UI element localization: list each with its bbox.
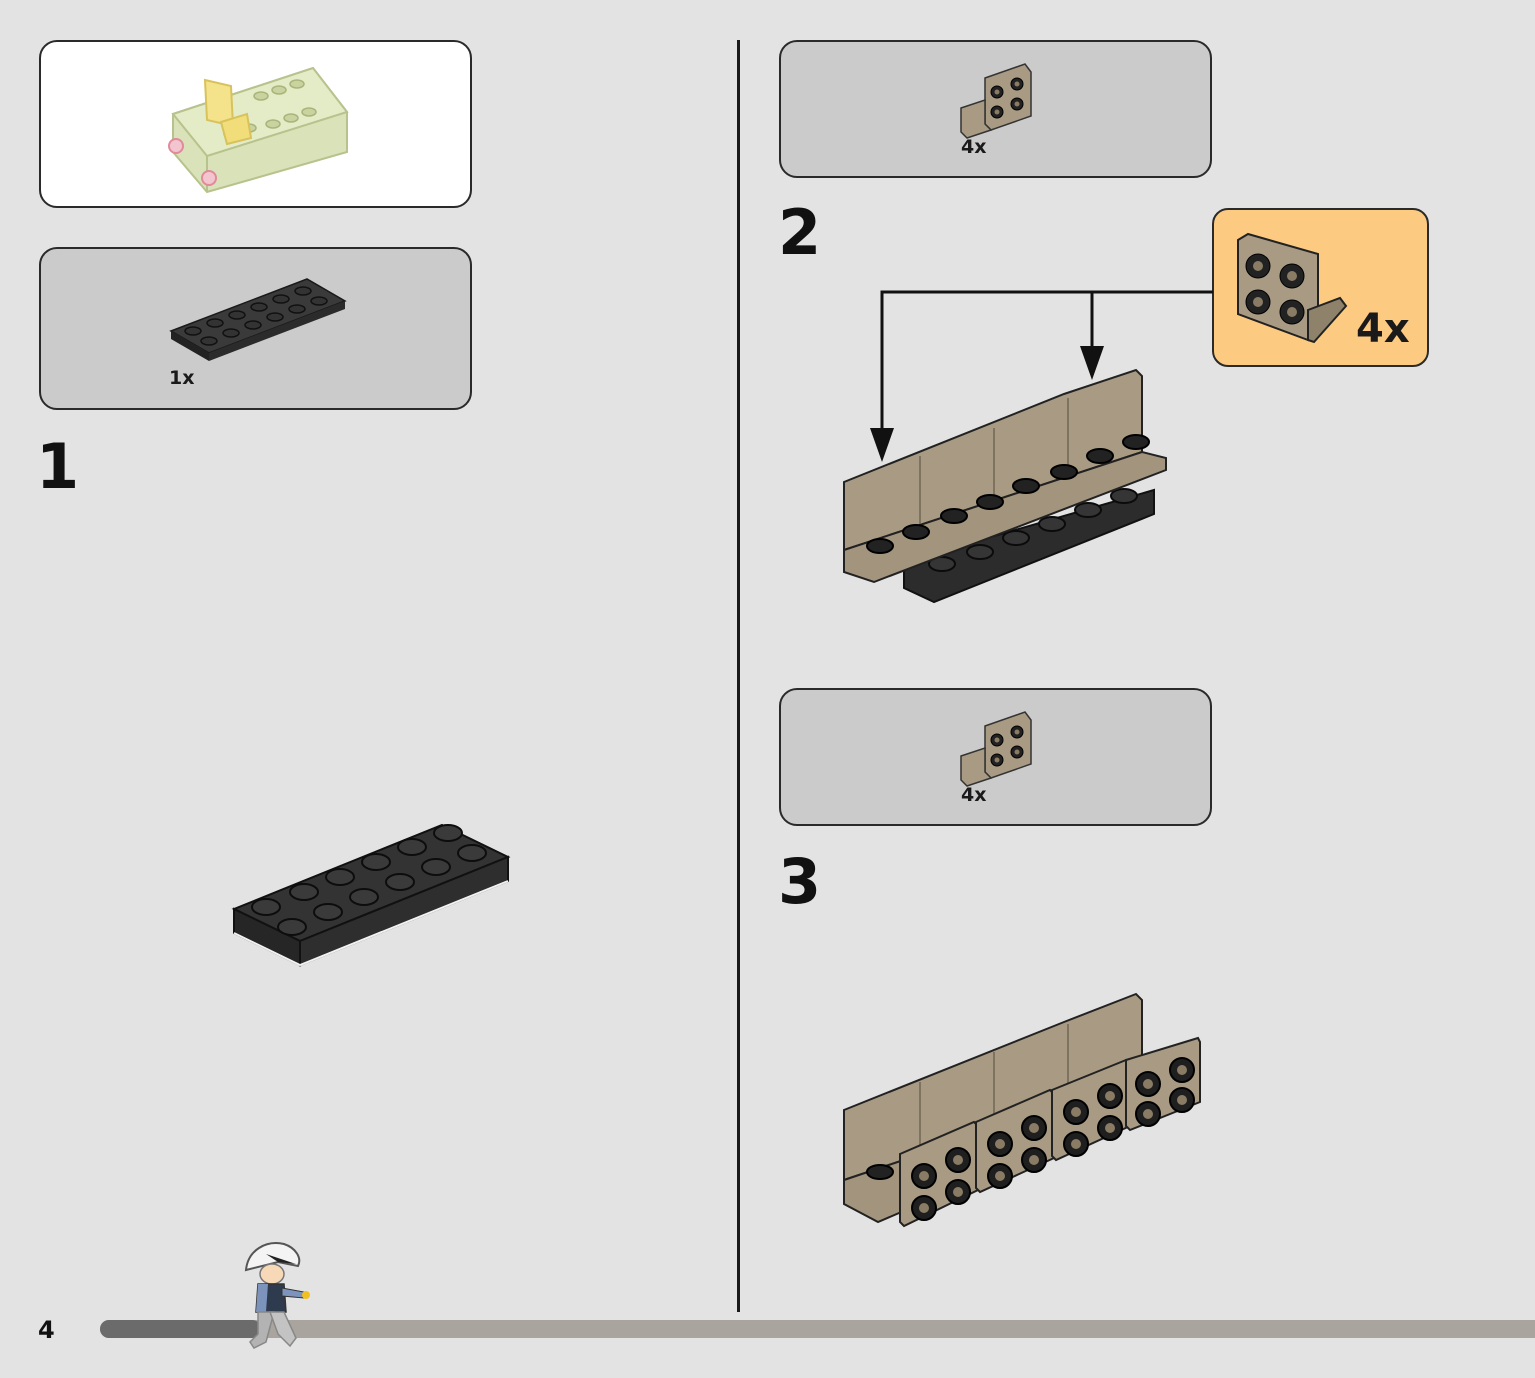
step2-assembly-image [843, 368, 1167, 604]
step2-callout-box: 4x [1212, 208, 1429, 367]
step3-part-qty: 4x [961, 784, 987, 806]
step2-part-qty: 4x [961, 136, 987, 158]
step1-number: 1 [36, 430, 80, 503]
step2-callout-qty: 4x [1356, 306, 1410, 352]
step3-assembly-image [843, 992, 1201, 1228]
step3-number: 3 [778, 845, 822, 918]
model-overview-box [39, 40, 472, 208]
step1-assembly-image [231, 823, 511, 967]
step2-parts-box: 4x [779, 40, 1212, 178]
minifigure-runner-icon [244, 1242, 310, 1349]
step1-parts-box: 1x [39, 247, 472, 410]
page-number: 4 [38, 1316, 55, 1344]
tan-bracket-icon [960, 63, 1032, 139]
progress-bar [100, 1320, 1535, 1338]
model-overview-image [168, 66, 349, 194]
step2-arrows [870, 290, 1213, 462]
page-divider [737, 40, 740, 1312]
progress-bar-fill [100, 1320, 261, 1338]
black-plate-2x6-icon [169, 278, 347, 361]
tan-bracket-callout-icon [1237, 232, 1348, 344]
tan-bracket-icon [960, 711, 1032, 787]
step3-parts-box: 4x [779, 688, 1212, 826]
step1-part-qty: 1x [169, 367, 195, 389]
step2-number: 2 [778, 196, 822, 269]
